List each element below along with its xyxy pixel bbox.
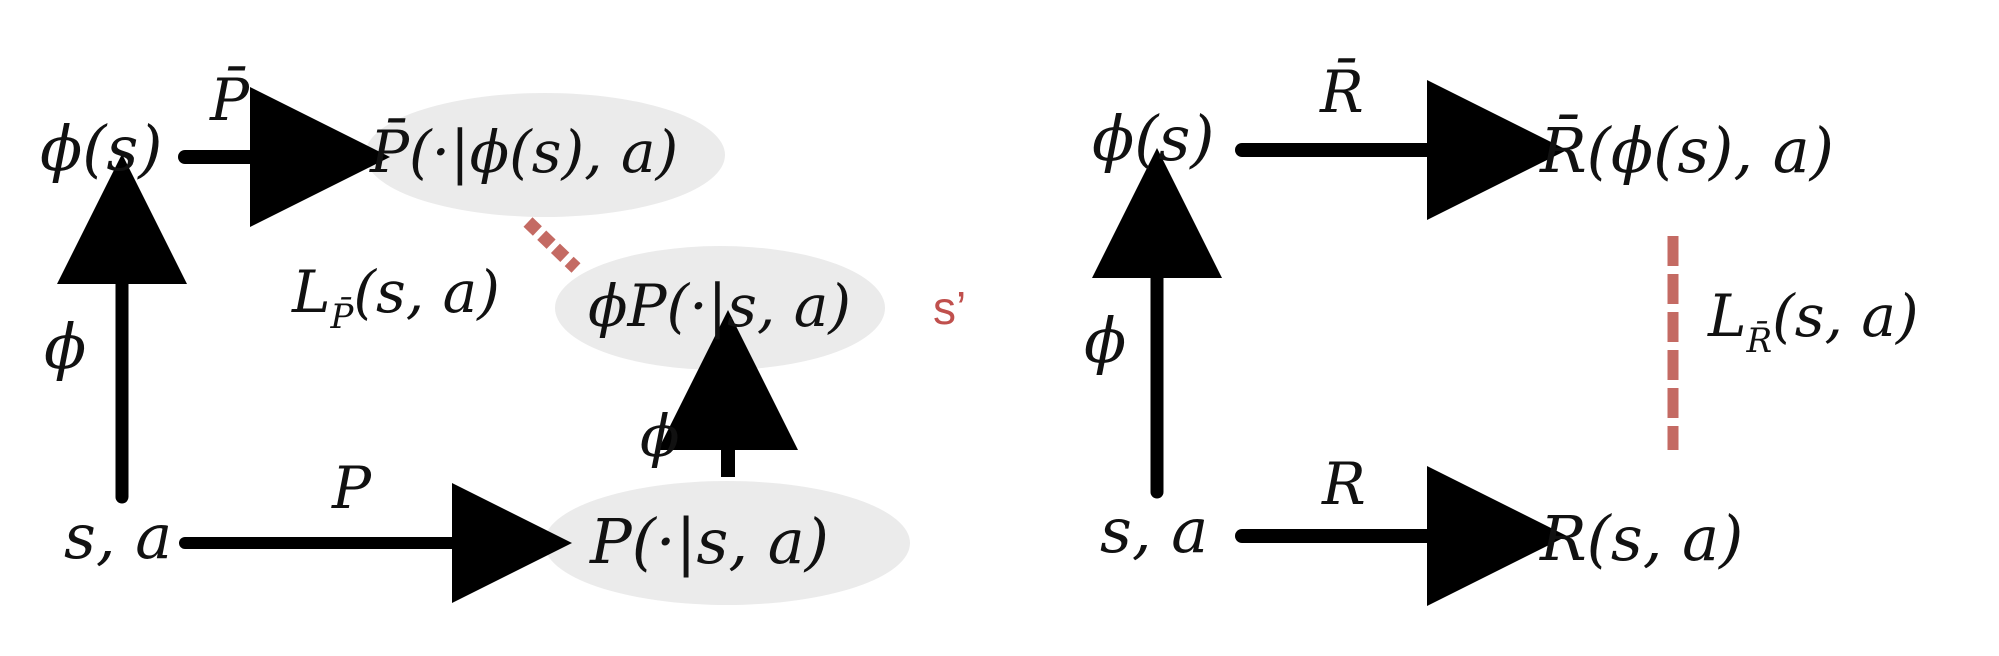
p-bar-output-highlight: [365, 93, 725, 217]
left-phi-label: ϕ: [44, 310, 86, 383]
p-loss-args: (s, a): [353, 258, 499, 326]
phi-p-output-highlight: [555, 246, 885, 370]
right-phi-s: ϕ(s): [1092, 102, 1214, 175]
p-loss-subscript: P̄: [330, 296, 355, 337]
p-bar-output: P̄(·|ϕ(s), a): [369, 117, 678, 186]
left-s-a: s, a: [64, 500, 172, 573]
p-loss-main: L: [291, 258, 331, 326]
p-output-highlight: [544, 481, 910, 605]
left-diagram: ϕ(s) P̄ P̄(·|ϕ(s), a) ϕ LP̄(s, a) ϕP(·|s…: [40, 65, 966, 605]
r-bar-arrow-label: R̄: [1319, 57, 1364, 126]
r-loss-subscript: R̄: [1746, 320, 1773, 361]
p-bar-arrow-label: P̄: [209, 65, 250, 134]
phi-short-label: ϕ: [640, 402, 680, 470]
r-loss-main: L: [1707, 282, 1747, 350]
left-phi-s: ϕ(s): [40, 112, 162, 185]
r-bar-output: R̄(ϕ(s), a): [1539, 114, 1834, 187]
p-output: P(·|s, a): [589, 505, 829, 578]
phi-p-output: ϕP(·|s, a): [588, 272, 851, 340]
r-arrow-label: R: [1321, 450, 1366, 518]
right-phi-label: ϕ: [1084, 304, 1126, 377]
r-output: R(s, a): [1539, 502, 1743, 575]
p-arrow-label: P: [331, 454, 372, 522]
right-diagram: ϕ(s) R̄ R̄(ϕ(s), a) ϕ LR̄(s, a) s, a R R…: [1084, 57, 1919, 606]
p-loss-dashed-link: [523, 217, 581, 273]
s-prime-label: s’: [933, 282, 966, 334]
r-loss-args: (s, a): [1772, 282, 1918, 350]
right-s-a: s, a: [1100, 494, 1208, 567]
r-loss-label: LR̄(s, a): [1707, 282, 1919, 361]
p-loss-label: LP̄(s, a): [291, 258, 500, 337]
